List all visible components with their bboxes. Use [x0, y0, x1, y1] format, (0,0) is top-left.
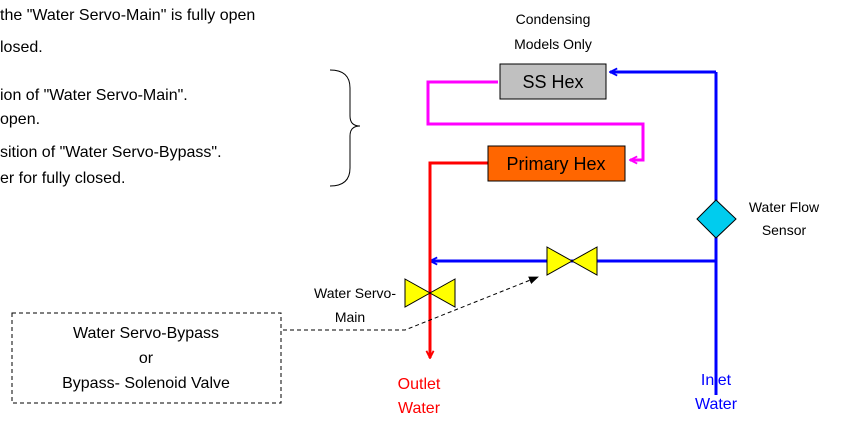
note-line: sition of "Water Servo-Bypass".: [0, 144, 222, 161]
condensing-label-line1: Condensing: [516, 11, 591, 27]
note-line: open.: [0, 111, 40, 128]
primary-hex-box: Primary Hex: [487, 145, 626, 182]
bypass-valve-box: Water Servo-Bypass or Bypass- Solenoid V…: [11, 312, 282, 404]
bowtie-valve-icon: [404, 278, 432, 308]
notes-block: the "Water Servo-Main" is fully open los…: [0, 7, 255, 187]
bypass-leader-line: [283, 276, 539, 331]
bowtie-valve-icon: [570, 246, 598, 276]
curly-brace: [329, 69, 361, 187]
inlet-label-line2: Water: [695, 396, 738, 413]
bowtie-valve-icon: [428, 278, 456, 308]
note-line: ion of "Water Servo-Main".: [0, 87, 188, 104]
outlet-label-line1: Outlet: [398, 376, 441, 393]
diamond-sensor-icon: [696, 199, 737, 239]
ss-hex-box: SS Hex: [499, 63, 607, 100]
flow-sensor-label-line2: Sensor: [762, 222, 807, 238]
bowtie-valve-icon: [546, 246, 574, 276]
flow-sensor-label-line1: Water Flow: [749, 199, 820, 215]
note-line: er for fully closed.: [0, 170, 125, 187]
ss-hex-label: SS Hex: [522, 72, 583, 92]
primary-hex-label: Primary Hex: [506, 154, 605, 174]
servo-main-label-line2: Main: [335, 309, 365, 325]
bypass-box-line2: or: [139, 350, 154, 367]
note-line: losed.: [0, 39, 43, 56]
condensing-label-line2: Models Only: [514, 36, 592, 52]
bypass-box-line3: Bypass- Solenoid Valve: [62, 375, 230, 392]
bypass-box-line1: Water Servo-Bypass: [73, 325, 219, 342]
outlet-label-line2: Water: [398, 400, 441, 417]
note-line: the "Water Servo-Main" is fully open: [0, 7, 255, 24]
servo-main-label-line1: Water Servo-: [314, 285, 396, 301]
ss-to-primary-pipe: [426, 80, 645, 160]
inlet-label-line1: Inlet: [701, 372, 732, 389]
